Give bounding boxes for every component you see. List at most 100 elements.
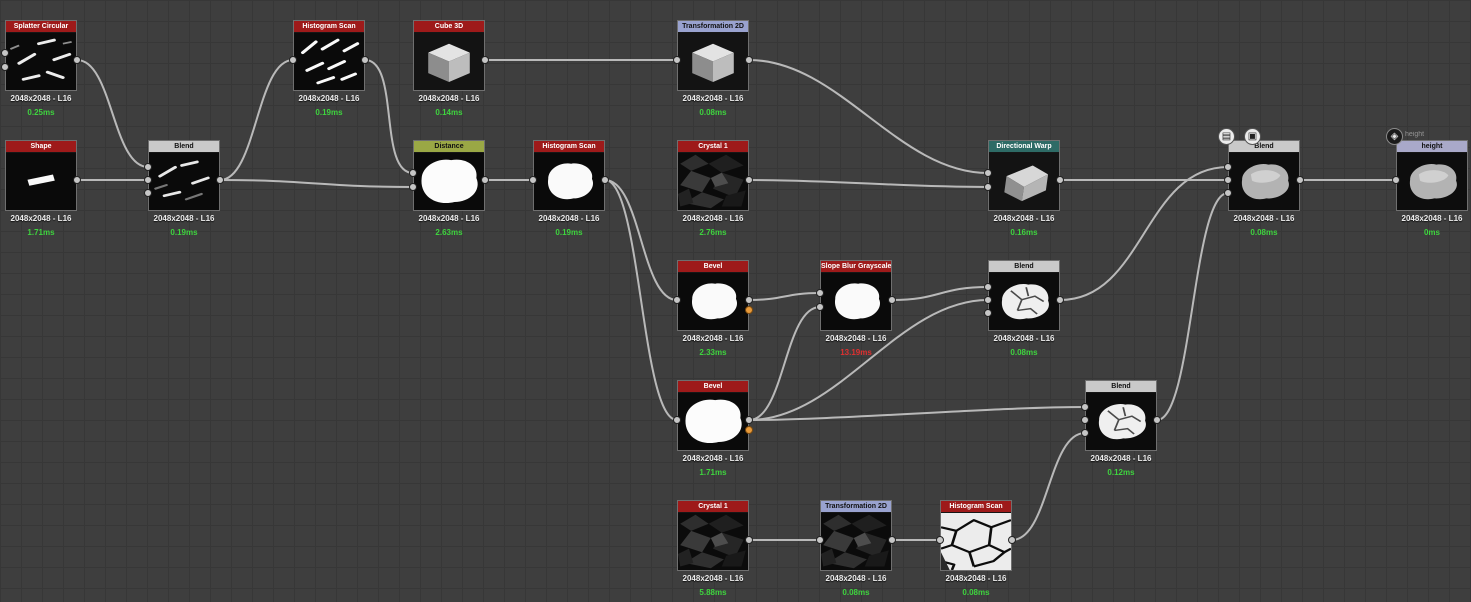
output-port[interactable] [745,176,753,184]
node-title[interactable]: Splatter Circular [6,21,76,32]
node-body[interactable]: Directional Warp [988,140,1060,211]
node-title[interactable]: Directional Warp [989,141,1059,152]
output-port[interactable] [888,536,896,544]
input-port-0[interactable] [673,416,681,424]
output-port[interactable] [1296,176,1304,184]
node-title[interactable]: Slope Blur Grayscale [821,261,891,272]
wire-blend-a-to-distance[interactable] [219,179,414,188]
wire-transformation-2d-top-to-directional-warp[interactable] [748,59,989,174]
output-port[interactable] [745,536,753,544]
node-thumbnail[interactable] [821,512,891,570]
node-title[interactable]: Distance [414,141,484,152]
node-title[interactable]: Cube 3D [414,21,484,32]
wire-blend-b-to-blend-main[interactable] [1059,166,1229,301]
node-body[interactable]: Splatter Circular [5,20,77,91]
node-thumbnail[interactable] [678,392,748,450]
node-thumbnail[interactable] [678,152,748,210]
input-port-1[interactable] [144,176,152,184]
wire-histogram-scan-top-to-distance[interactable] [364,59,414,174]
node-thumbnail[interactable] [1229,152,1299,210]
input-port-0[interactable] [1224,163,1232,171]
node-title[interactable]: Transformation 2D [821,501,891,512]
node-thumbnail[interactable] [989,272,1059,330]
node-title[interactable]: height [1397,141,1467,152]
output-port[interactable] [745,416,753,424]
output-port[interactable] [481,176,489,184]
node-thumbnail[interactable] [149,152,219,210]
input-port-1[interactable] [984,183,992,191]
input-port-0[interactable] [816,289,824,297]
wire-splatter-circular-to-blend-a[interactable] [76,59,149,168]
input-port-1[interactable] [1,63,9,71]
node-title[interactable]: Bevel [678,381,748,392]
input-port-0[interactable] [984,169,992,177]
node-title[interactable]: Bevel [678,261,748,272]
node-thumbnail[interactable] [678,512,748,570]
node-body[interactable]: Blend [1085,380,1157,451]
node-title[interactable]: Histogram Scan [294,21,364,32]
input-port-0[interactable] [984,283,992,291]
node-thumbnail[interactable] [678,32,748,90]
input-port-1[interactable] [1081,416,1089,424]
node-body[interactable]: Histogram Scan [940,500,1012,571]
node-title[interactable]: Histogram Scan [534,141,604,152]
node-body[interactable]: Shape [5,140,77,211]
input-port-2[interactable] [984,309,992,317]
wire-bevel-b-to-blend-b[interactable] [748,299,989,421]
node-thumbnail[interactable] [989,152,1059,210]
output-port[interactable] [481,56,489,64]
wire-histogram-scan-mid-to-bevel-a[interactable] [604,179,678,301]
input-port-1[interactable] [816,303,824,311]
pinned-2d-view-icon[interactable]: ▤ [1218,128,1235,145]
output-port[interactable] [601,176,609,184]
input-port-1[interactable] [1224,176,1232,184]
node-thumbnail[interactable] [414,152,484,210]
output-port[interactable] [73,176,81,184]
node-thumbnail[interactable] [414,32,484,90]
output-port[interactable] [216,176,224,184]
node-title[interactable]: Blend [1229,141,1299,152]
input-port-0[interactable] [936,536,944,544]
input-port-1[interactable] [984,296,992,304]
wire-bevel-a-to-slope-blur-grayscale[interactable] [748,292,821,301]
wire-blend-c-to-blend-main[interactable] [1156,192,1229,421]
node-body[interactable]: Histogram Scan [533,140,605,211]
node-thumbnail[interactable] [6,32,76,90]
output-port[interactable] [1056,176,1064,184]
wire-bevel-b-to-slope-blur-grayscale[interactable] [748,306,821,421]
node-title[interactable]: Histogram Scan [941,501,1011,512]
output-port[interactable] [1056,296,1064,304]
node-body[interactable]: Bevel [677,380,749,451]
input-port-0[interactable] [1,49,9,57]
wire-crystal-1-a-to-directional-warp[interactable] [748,179,989,188]
output-port[interactable] [1008,536,1016,544]
wire-bevel-b-to-blend-c[interactable] [748,406,1086,421]
wire-histogram-scan-bottom-to-blend-c[interactable] [1011,432,1086,541]
node-thumbnail[interactable] [294,32,364,90]
input-port-0[interactable] [144,163,152,171]
node-thumbnail[interactable] [6,152,76,210]
node-body[interactable]: Transformation 2D [677,20,749,91]
input-port-2[interactable] [144,189,152,197]
input-port-0[interactable] [673,56,681,64]
input-port-0[interactable] [289,56,297,64]
wire-histogram-scan-mid-to-bevel-b[interactable] [604,179,678,421]
output-port[interactable] [745,296,753,304]
input-port-0[interactable] [1392,176,1400,184]
input-port-0[interactable] [816,536,824,544]
node-thumbnail[interactable] [1397,152,1467,210]
input-port-0[interactable] [1081,403,1089,411]
